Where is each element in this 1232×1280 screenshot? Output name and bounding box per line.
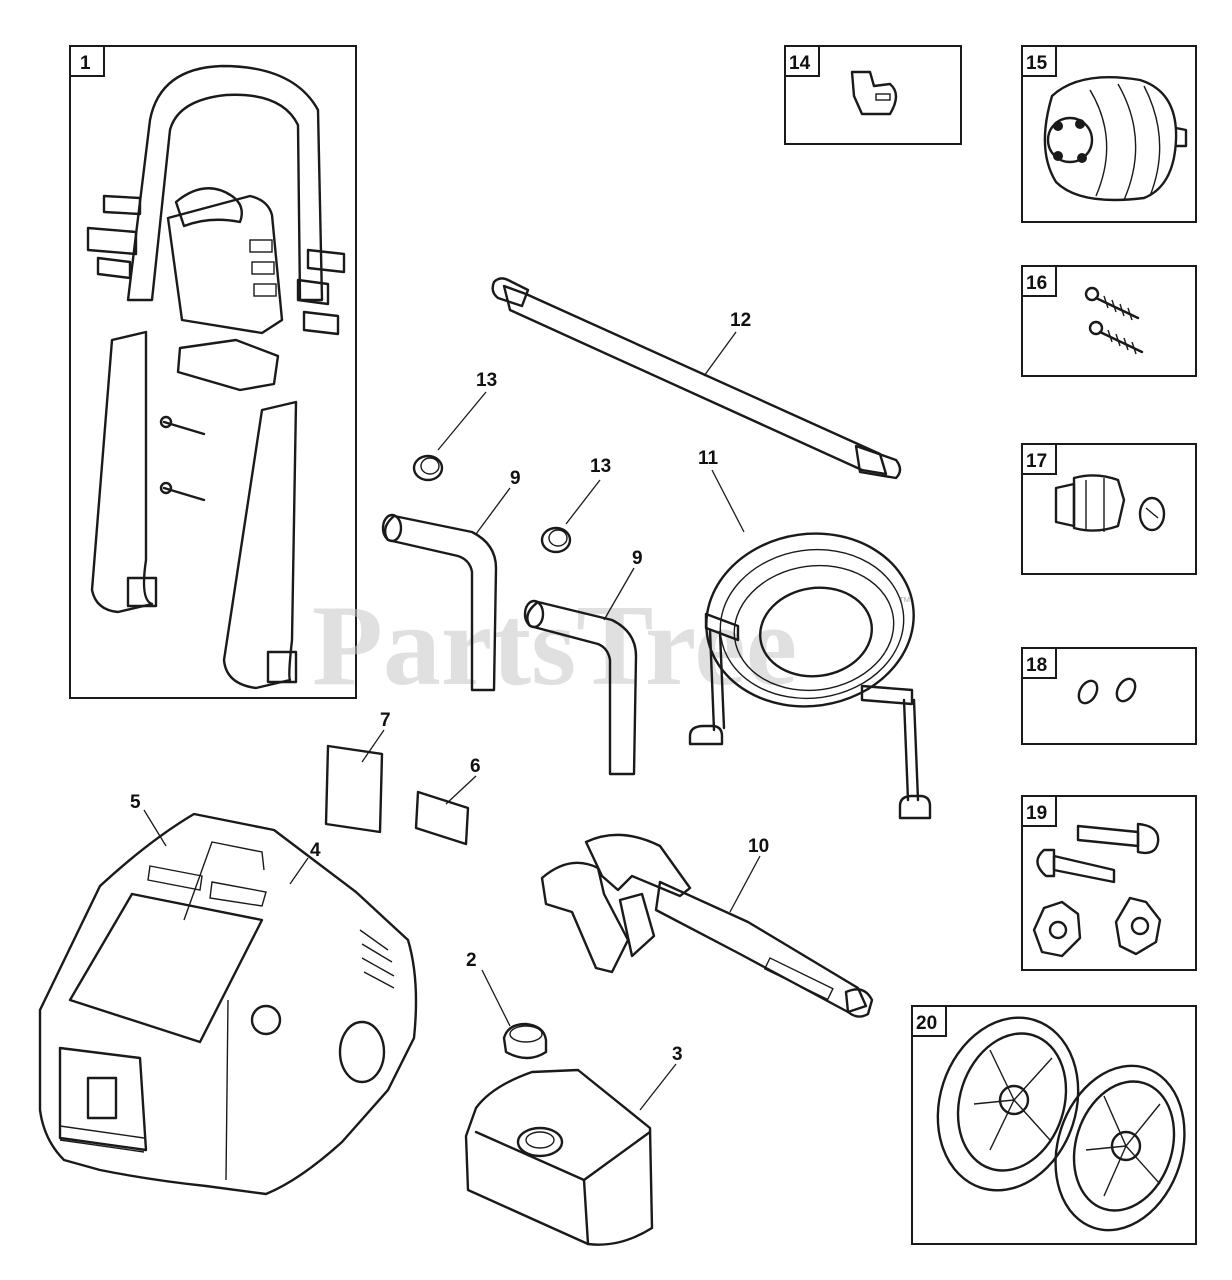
cap-13b[interactable] [540,526,572,554]
callout-label: 6 [470,756,481,777]
fuel-tank[interactable] [464,1068,654,1246]
callout-label: 13 [590,456,611,477]
handle-assembly-drawing [86,64,346,690]
callout-label: 11 [698,448,719,469]
callout-label: 4 [310,840,321,861]
callout-label: 9 [632,548,643,569]
decal-6[interactable] [414,790,470,846]
part-number-label: 16 [1026,273,1047,294]
callout-label: 5 [130,792,141,813]
part-number-label: 14 [789,53,811,74]
decal-7[interactable] [324,744,384,834]
part-box-1[interactable]: 1 [69,45,357,699]
part-number-label: 17 [1026,451,1047,472]
part-number-label: 1 [80,53,91,74]
part-box-18[interactable]: 18 [1021,647,1197,745]
part-box-16[interactable]: 16 [1021,265,1197,377]
callout-label: 12 [730,310,751,331]
part-number-label: 18 [1026,655,1047,676]
pump-drawing [1043,76,1188,202]
callout-label: 2 [466,950,477,971]
watermark: PartsTree ™ [312,582,911,710]
spray-gun[interactable] [540,833,874,1018]
part-box-17[interactable]: 17 [1021,443,1197,575]
coiled-hose[interactable] [688,520,932,820]
callout-label: 7 [380,710,391,731]
hose-fitting-drawing [1054,474,1166,532]
callout-label: 3 [672,1044,683,1065]
screws-drawing [1084,286,1144,355]
fuel-cap[interactable] [502,1022,548,1060]
watermark-text: PartsTree [312,582,797,710]
watermark-trademark: ™ [898,594,911,609]
cap-13a[interactable] [412,454,444,482]
part-box-15[interactable]: 15 [1021,45,1197,223]
bolts-and-knobs-drawing [1032,822,1162,958]
o-rings-drawing [1077,677,1137,705]
callout-label: 9 [510,468,521,489]
frame-tube-9b[interactable] [523,599,638,776]
wheels-drawing [936,1016,1186,1232]
callout-label: 10 [748,836,769,857]
part-box-19[interactable]: 19 [1021,795,1197,971]
part-number-label: 15 [1026,53,1048,74]
spray-wand[interactable] [491,277,902,480]
frame-tube-9a[interactable] [381,513,498,692]
callout-label: 13 [476,370,497,391]
part-box-20[interactable]: 20 [911,999,1205,1247]
part-number-label: 19 [1026,803,1047,824]
part-box-14[interactable]: 14 [784,45,962,145]
motor-housing[interactable] [38,812,418,1196]
part-number-label: 20 [916,1013,937,1034]
nozzle-tip-drawing [850,70,898,116]
